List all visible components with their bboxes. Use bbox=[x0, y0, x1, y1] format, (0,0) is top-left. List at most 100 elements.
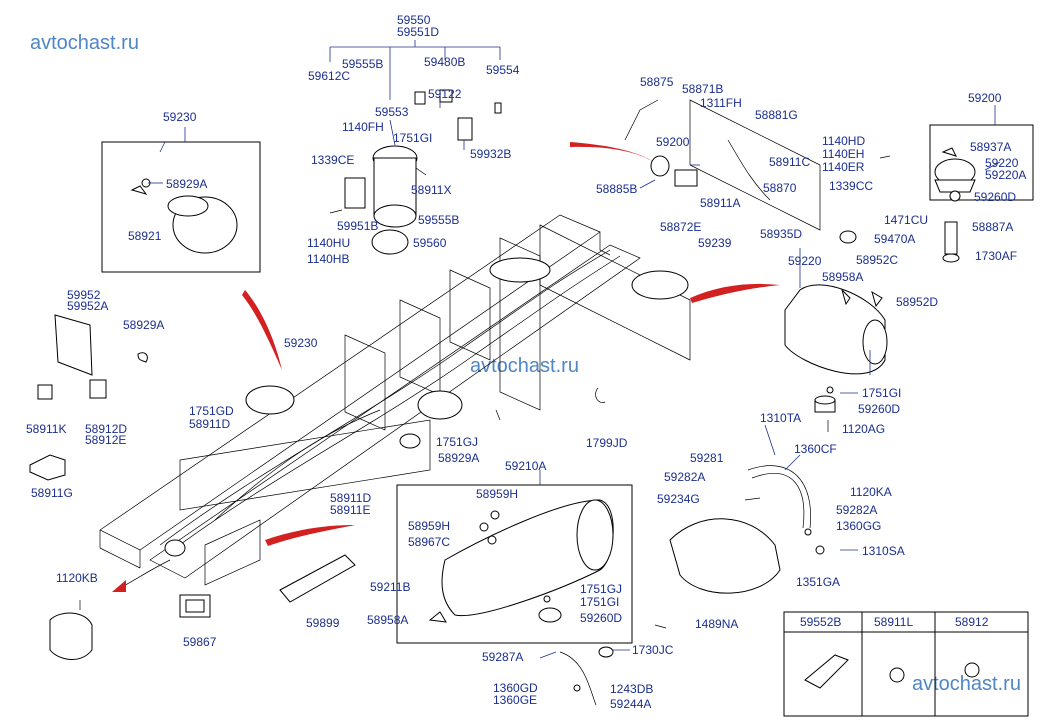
part-labels: 59550 59551D 59555B 59612C 59480B 59554 … bbox=[26, 13, 1026, 711]
chassis-frame bbox=[99, 214, 691, 586]
label-59230-mid: 59230 bbox=[284, 336, 318, 350]
label-1751GI-1: 1751GI bbox=[393, 131, 432, 145]
label-59480B: 59480B bbox=[424, 55, 465, 69]
label-1140FH-1: 1140FH bbox=[342, 120, 384, 134]
label-1360CF: 1360CF bbox=[794, 442, 837, 456]
label-1730AF: 1730AF bbox=[975, 249, 1017, 263]
label-58959H-2: 58959H bbox=[408, 519, 450, 533]
label-59239: 59239 bbox=[698, 236, 732, 250]
label-59200-box: 59200 bbox=[968, 91, 1002, 105]
label-58870: 58870 bbox=[763, 181, 797, 195]
label-1140HD: 1140HD bbox=[822, 134, 865, 148]
legend-header-3: 58912 bbox=[955, 615, 989, 629]
label-1140EH: 1140EH bbox=[822, 147, 864, 161]
label-59282A-2: 59282A bbox=[836, 503, 877, 517]
label-59122: 59122 bbox=[428, 87, 462, 101]
label-59550: 59550 bbox=[397, 13, 431, 27]
label-1751GI-2: 1751GI bbox=[862, 386, 901, 400]
legend-header-2: 58911L bbox=[874, 615, 913, 629]
label-59260D-3: 59260D bbox=[580, 611, 622, 625]
label-59220-right: 59220 bbox=[985, 156, 1019, 170]
label-1730JC: 1730JC bbox=[632, 643, 674, 657]
label-1751GJ-1: 1751GJ bbox=[436, 435, 478, 449]
label-58911X: 58911X bbox=[411, 183, 451, 197]
label-58911C: 58911C bbox=[769, 155, 810, 169]
label-1489NA: 1489NA bbox=[695, 617, 738, 631]
label-1751GJ-2: 1751GJ bbox=[580, 582, 622, 596]
label-59210A: 59210A bbox=[505, 459, 546, 473]
label-58929A-3: 58929A bbox=[438, 451, 479, 465]
label-1351GA: 1351GA bbox=[796, 575, 840, 589]
label-59244A: 59244A bbox=[610, 697, 651, 711]
box-59230 bbox=[101, 141, 261, 273]
label-1360GE: 1360GE bbox=[493, 693, 537, 707]
label-59211B: 59211B bbox=[370, 580, 410, 594]
label-1311FH: 1311FH bbox=[700, 96, 742, 110]
label-58921: 58921 bbox=[128, 229, 162, 243]
label-1339CC: 1339CC bbox=[829, 179, 873, 193]
label-58881G: 58881G bbox=[755, 108, 798, 122]
label-58952C: 58952C bbox=[856, 253, 898, 267]
label-59200-mid: 59200 bbox=[656, 135, 690, 149]
label-1471CU: 1471CU bbox=[884, 213, 928, 227]
label-1243DB: 1243DB bbox=[610, 682, 653, 696]
label-59612C: 59612C bbox=[308, 69, 350, 83]
label-58885B: 58885B bbox=[596, 182, 637, 196]
label-59952: 59952 bbox=[67, 288, 101, 302]
label-59952A: 59952A bbox=[67, 299, 108, 313]
label-59287A: 59287A bbox=[482, 650, 523, 664]
label-58911G: 58911G bbox=[31, 486, 73, 500]
label-58959H-1: 58959H bbox=[476, 487, 518, 501]
label-1120KB: 1120KB bbox=[56, 571, 98, 585]
label-59234G: 59234G bbox=[657, 492, 700, 506]
label-1140ER: 1140ER bbox=[822, 160, 865, 174]
label-58929A-2: 58929A bbox=[123, 318, 164, 332]
label-58912D: 58912D bbox=[85, 422, 127, 436]
label-59554: 59554 bbox=[486, 63, 520, 77]
label-1310SA: 1310SA bbox=[862, 544, 905, 558]
label-1799JD: 1799JD bbox=[586, 436, 628, 450]
box-59200 bbox=[929, 124, 1034, 201]
label-58911E: 58911E bbox=[330, 503, 370, 517]
label-58872E: 58872E bbox=[660, 220, 701, 234]
watermark-bottom-right: avtochast.ru bbox=[912, 673, 1021, 695]
label-1120KA: 1120KA bbox=[850, 485, 892, 499]
leader-lines bbox=[148, 40, 1001, 659]
label-58911D: 58911D bbox=[189, 417, 230, 431]
label-59260D-right: 59260D bbox=[974, 190, 1016, 204]
label-59555B-top: 59555B bbox=[342, 57, 383, 71]
label-58911A: 58911A bbox=[700, 196, 740, 210]
label-59220A: 59220A bbox=[985, 168, 1026, 182]
label-58929A-1: 58929A bbox=[166, 177, 207, 191]
label-58912E: 58912E bbox=[85, 433, 126, 447]
label-58875: 58875 bbox=[640, 75, 674, 89]
label-59899: 59899 bbox=[306, 616, 340, 630]
label-1360GD: 1360GD bbox=[493, 681, 538, 695]
label-59555B-bottom: 59555B bbox=[418, 213, 459, 227]
label-1751GD: 1751GD bbox=[189, 404, 234, 418]
label-58911D-2: 58911D bbox=[330, 491, 371, 505]
legend-header-1: 59552B bbox=[800, 615, 841, 629]
label-1751GI-3: 1751GI bbox=[580, 595, 619, 609]
label-1360GG: 1360GG bbox=[836, 519, 881, 533]
label-58937A: 58937A bbox=[970, 140, 1011, 154]
label-58952D: 58952D bbox=[896, 295, 938, 309]
red-arrows bbox=[112, 142, 780, 592]
label-1140HU: 1140HU bbox=[307, 236, 350, 250]
label-59220-tank: 59220 bbox=[788, 254, 822, 268]
watermark-top-left: avtochast.ru bbox=[30, 32, 139, 54]
label-1310TA: 1310TA bbox=[760, 411, 801, 425]
label-58871B: 58871B bbox=[682, 82, 723, 96]
label-59260D-2: 59260D bbox=[858, 402, 900, 416]
label-1339CE: 1339CE bbox=[311, 153, 354, 167]
label-58887A: 58887A bbox=[972, 220, 1013, 234]
label-59470A: 59470A bbox=[874, 232, 915, 246]
label-59230-box: 59230 bbox=[163, 110, 197, 124]
label-59932B: 59932B bbox=[470, 147, 511, 161]
watermark-center: avtochast.ru bbox=[470, 355, 579, 377]
label-59551D: 59551D bbox=[397, 25, 439, 39]
label-1120AG: 1120AG bbox=[842, 422, 885, 436]
label-1140HB: 1140HB bbox=[307, 252, 349, 266]
label-58967C: 58967C bbox=[408, 535, 450, 549]
